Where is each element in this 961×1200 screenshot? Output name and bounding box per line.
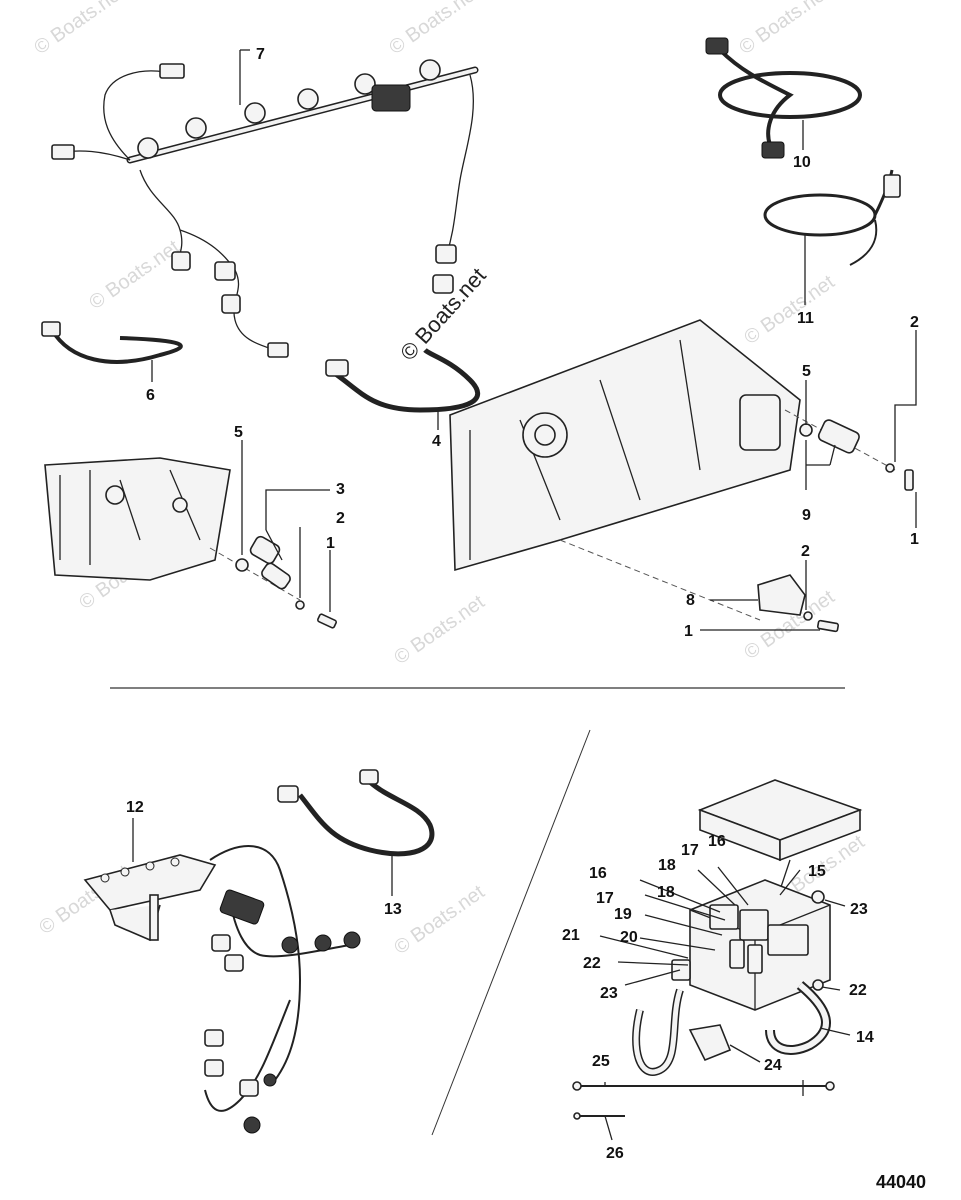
callout-2: 2 [801, 543, 810, 560]
callout-21: 21 [562, 927, 580, 944]
cable-11 [763, 169, 901, 305]
sensor-harness-4 [325, 348, 481, 430]
callout-23: 23 [850, 901, 868, 918]
bracket-harness [83, 818, 361, 1134]
callout-3: 3 [336, 481, 345, 498]
injector-harness [51, 49, 479, 358]
callout-26: 26 [606, 1145, 624, 1162]
watermark: © Boats.net [390, 881, 489, 959]
watermark: © Boats.net [740, 271, 839, 349]
callout-22: 22 [849, 982, 867, 999]
callout-4: 4 [432, 433, 441, 450]
callout-12: 12 [126, 799, 144, 816]
callout-23: 23 [600, 985, 618, 1002]
watermark: © Boats.net [390, 591, 489, 669]
callout-17: 17 [596, 890, 614, 907]
callout-6: 6 [146, 387, 155, 404]
callout-1: 1 [326, 535, 335, 552]
callout-9: 9 [802, 507, 811, 524]
watermark: © Boats.net [85, 236, 184, 314]
sensor-assembly-right-lower [700, 560, 840, 633]
callouts: 7 10 11 2 5 6 5 4 3 9 2 1 1 2 8 1 12 16 … [126, 46, 926, 1192]
callout-14: 14 [856, 1029, 874, 1046]
callout-11: 11 [797, 310, 814, 327]
fuse-box-assembly [572, 779, 863, 1141]
figure-number: 44040 [876, 1172, 926, 1192]
callout-16: 16 [708, 833, 726, 850]
sensor-assembly-left [235, 440, 337, 629]
callout-17: 17 [681, 842, 699, 859]
callout-2: 2 [910, 314, 919, 331]
callout-5: 5 [802, 363, 811, 380]
engine-block-left [44, 457, 301, 601]
cable-6 [41, 321, 183, 382]
callout-15: 15 [808, 863, 826, 880]
engine-block-right [449, 319, 896, 621]
callout-19: 19 [614, 906, 632, 923]
callout-16: 16 [589, 865, 607, 882]
callout-24: 24 [764, 1057, 782, 1074]
callout-10: 10 [793, 154, 811, 171]
callout-2: 2 [336, 510, 345, 527]
callout-25: 25 [592, 1053, 610, 1070]
callout-22: 22 [583, 955, 601, 972]
callout-13: 13 [384, 901, 402, 918]
watermark: © Boats.net [385, 0, 484, 59]
callout-18: 18 [657, 884, 675, 901]
callout-7: 7 [256, 46, 265, 63]
callout-20: 20 [620, 929, 638, 946]
cable-10 [705, 37, 862, 159]
callout-1: 1 [684, 623, 693, 640]
cable-13 [277, 769, 435, 896]
callout-18: 18 [658, 857, 676, 874]
sensor-assembly-right-upper [799, 330, 917, 528]
callout-1: 1 [910, 531, 919, 548]
diagonal-divider [431, 729, 591, 1136]
callout-5: 5 [234, 424, 243, 441]
watermark: © Boats.net [735, 0, 834, 59]
callout-8: 8 [686, 592, 695, 609]
watermark: © Boats.net [30, 0, 129, 59]
